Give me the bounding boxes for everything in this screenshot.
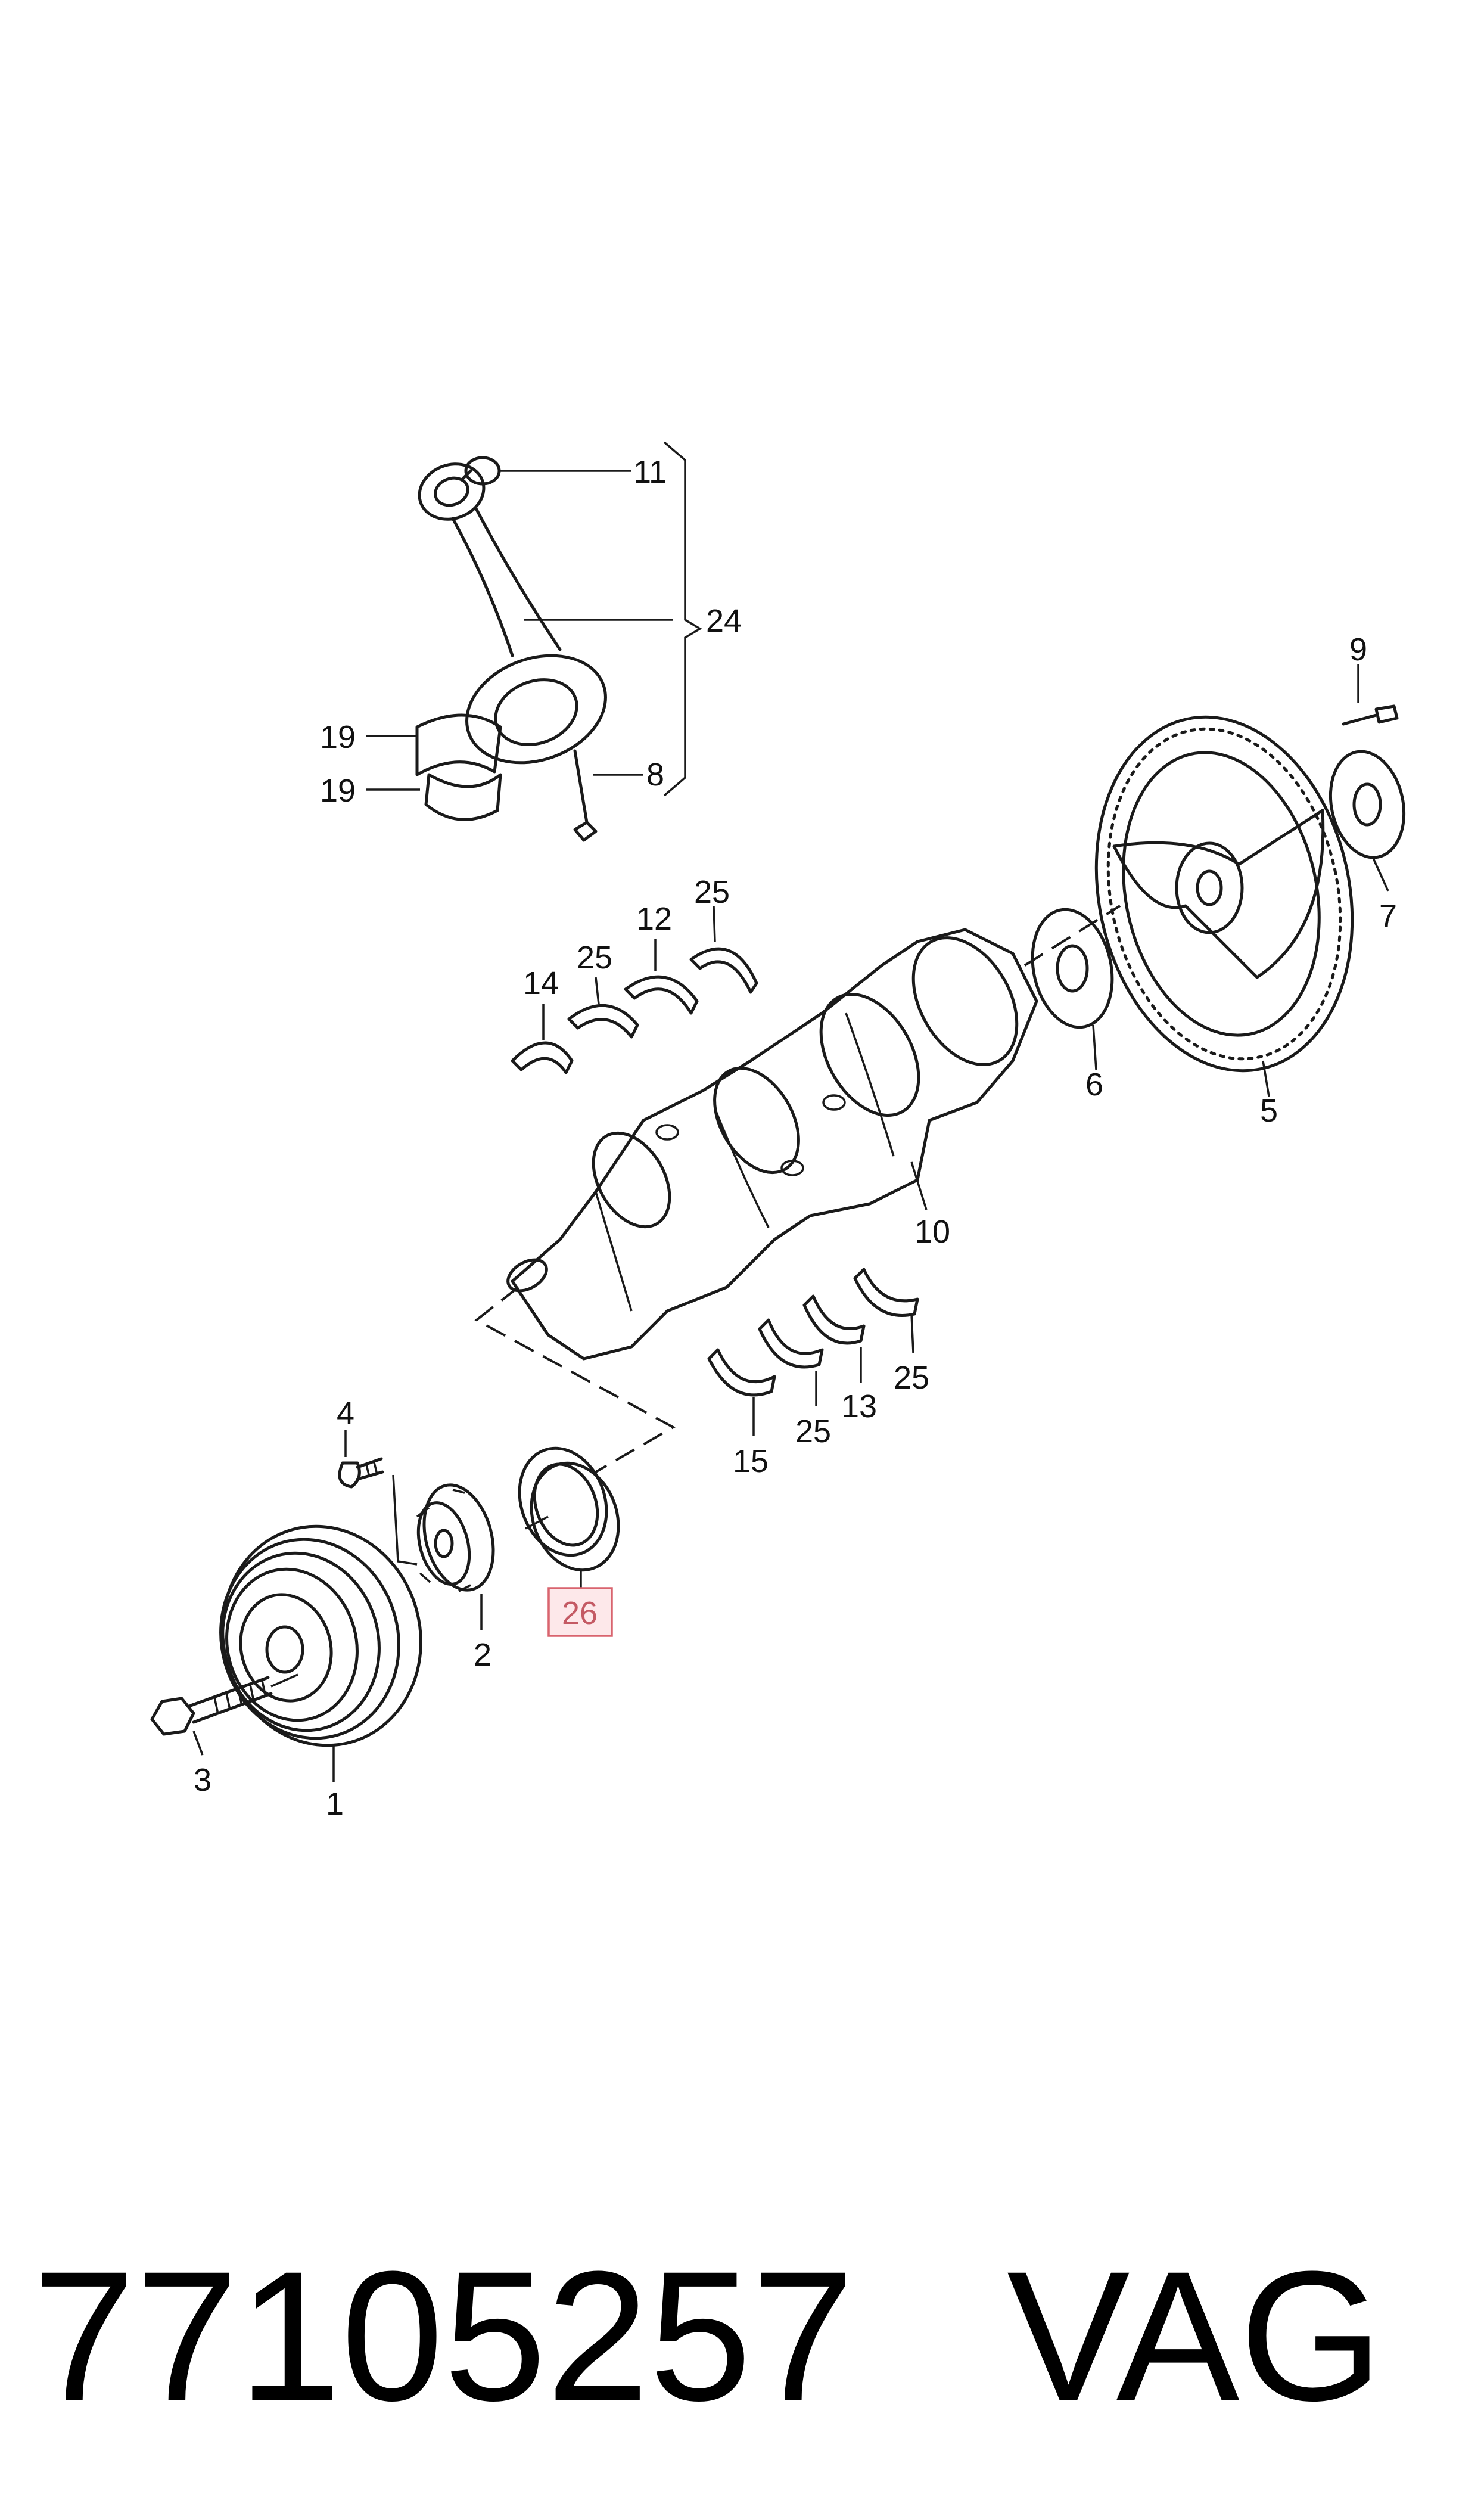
callout-19-upper: 19 <box>320 719 356 755</box>
lower-bearing-shells <box>707 1268 919 1397</box>
oil-seal <box>518 1446 620 1572</box>
footer: 77105257 VAG <box>0 2241 1484 2431</box>
callout-19-lower: 19 <box>320 773 356 809</box>
callout-4: 4 <box>337 1396 354 1431</box>
callout-1: 1 <box>326 1786 344 1822</box>
upper-bearing-shells <box>511 947 758 1074</box>
callout-25-bottom-left: 25 <box>795 1414 831 1449</box>
crankshaft <box>506 928 1038 1361</box>
callout-3: 3 <box>194 1762 211 1798</box>
callout-15: 15 <box>733 1443 769 1479</box>
callouts: 11 24 19 19 8 9 7 6 5 10 25 12 25 14 15 … <box>194 454 1397 1822</box>
callout-8: 8 <box>646 757 664 793</box>
front-leaders <box>192 1430 582 1782</box>
callout-11: 11 <box>633 454 667 490</box>
callout-25-bottom-right: 25 <box>894 1360 929 1396</box>
sprocket-bolt <box>338 1457 384 1489</box>
callout-10: 10 <box>914 1214 950 1250</box>
callout-7: 7 <box>1379 898 1397 934</box>
bolt-4-axis <box>392 1474 418 1566</box>
highlighted-callout-26[interactable]: 26 <box>547 1587 613 1637</box>
callout-24: 24 <box>706 603 742 639</box>
seal-axis <box>525 1515 549 1530</box>
washer-plate <box>1329 750 1406 859</box>
flywheel-axis <box>1023 905 1121 967</box>
connecting-rod-assembly <box>415 441 702 842</box>
highlight-box <box>547 1587 613 1637</box>
drive-plate <box>1031 908 1114 1029</box>
flywheel-bolt <box>1342 704 1399 726</box>
rod-leaders <box>366 470 673 791</box>
callout-13: 13 <box>841 1389 877 1424</box>
part-number: 77105257 <box>33 2232 855 2439</box>
crank-axis <box>474 1286 676 1473</box>
crank-leader <box>910 1161 928 1210</box>
callout-12: 12 <box>636 901 672 937</box>
flywheel <box>1094 715 1354 1073</box>
crank-sprocket <box>416 1483 495 1592</box>
brand-label: VAG <box>1007 2232 1383 2439</box>
lower-shell-leaders <box>752 1313 914 1436</box>
callout-9: 9 <box>1349 632 1367 667</box>
vibration-damper-pulley <box>219 1524 422 1747</box>
upper-shell-leaders <box>542 905 716 1040</box>
callout-14: 14 <box>523 965 559 1001</box>
callout-25-top-left: 25 <box>577 940 612 976</box>
callout-26: 26 <box>562 1595 598 1631</box>
callout-2: 2 <box>474 1637 491 1673</box>
callout-6: 6 <box>1085 1067 1103 1102</box>
flywheel-leaders <box>1092 664 1389 1097</box>
callout-5: 5 <box>1260 1093 1278 1129</box>
callout-25-top-right: 25 <box>694 874 730 910</box>
pulley-bolt <box>150 1673 298 1736</box>
